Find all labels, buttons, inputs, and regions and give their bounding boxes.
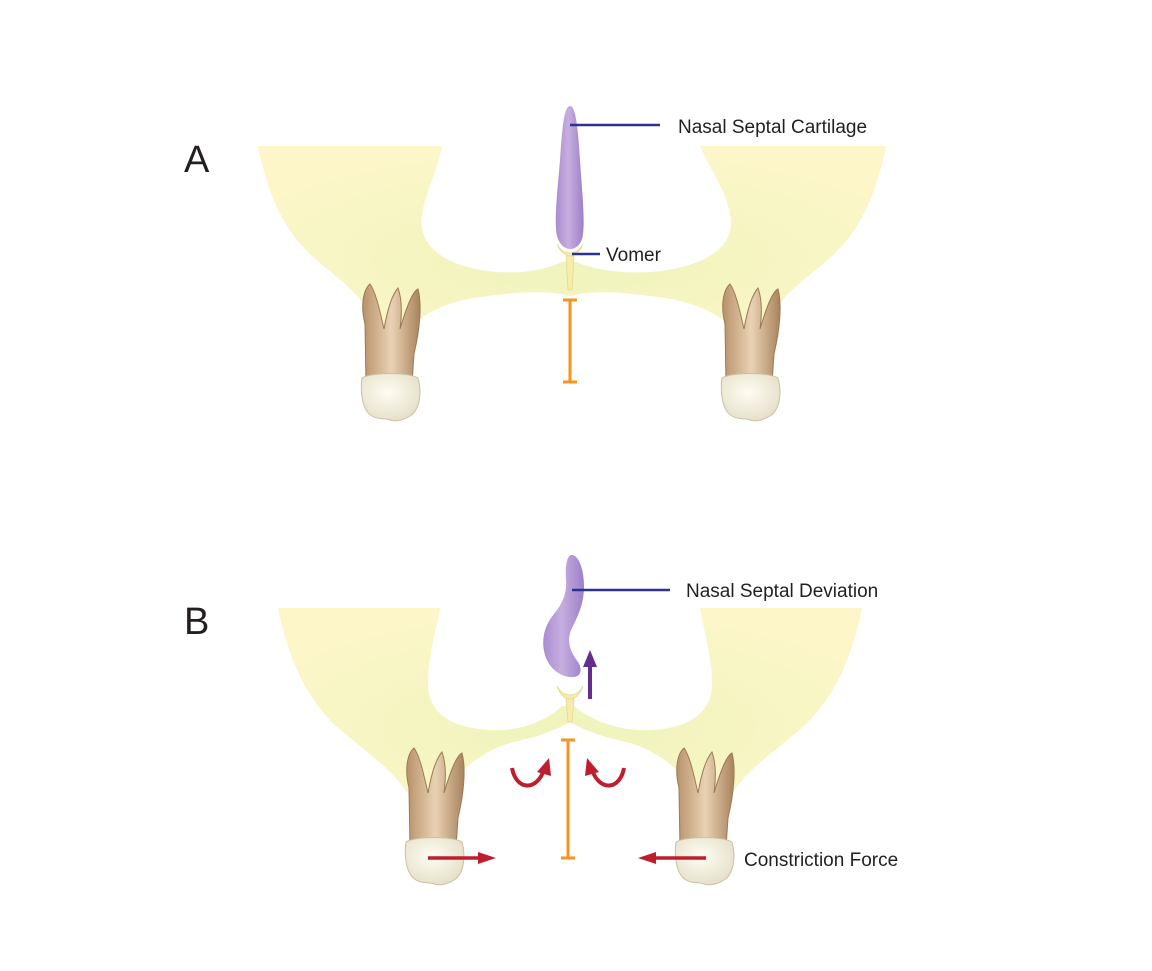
molar-tooth-icon <box>404 747 465 886</box>
panel-letter-a: A <box>184 139 210 181</box>
panel-letter-b: B <box>184 601 209 643</box>
force-arrow-icon <box>428 852 496 864</box>
growth-arrow-icon <box>583 650 597 699</box>
panel-b: B Nasal Septal Deviation <box>184 554 898 886</box>
palatal-width-marker-b <box>561 738 575 860</box>
force-arrow-icon <box>638 852 706 864</box>
label-vomer: Vomer <box>606 245 662 266</box>
molar-tooth-icon <box>360 283 421 422</box>
septal-cartilage-deviated-b <box>543 554 584 678</box>
molar-tooth-icon <box>674 747 735 886</box>
label-nasal-septal-cartilage: Nasal Septal Cartilage <box>678 117 867 138</box>
label-constriction-force: Constriction Force <box>744 850 898 871</box>
septal-cartilage-a <box>555 106 584 249</box>
panel-a: A Nasal Septal Cartilage Vomer <box>184 106 886 422</box>
vomer-b <box>556 685 584 723</box>
molar-tooth-icon <box>720 283 781 422</box>
label-nasal-septal-deviation: Nasal Septal Deviation <box>686 581 878 602</box>
vomer-a <box>556 243 584 291</box>
rotation-arrow-icon <box>585 758 626 788</box>
rotation-arrow-icon <box>510 758 551 788</box>
palatal-width-marker-a <box>563 298 577 384</box>
